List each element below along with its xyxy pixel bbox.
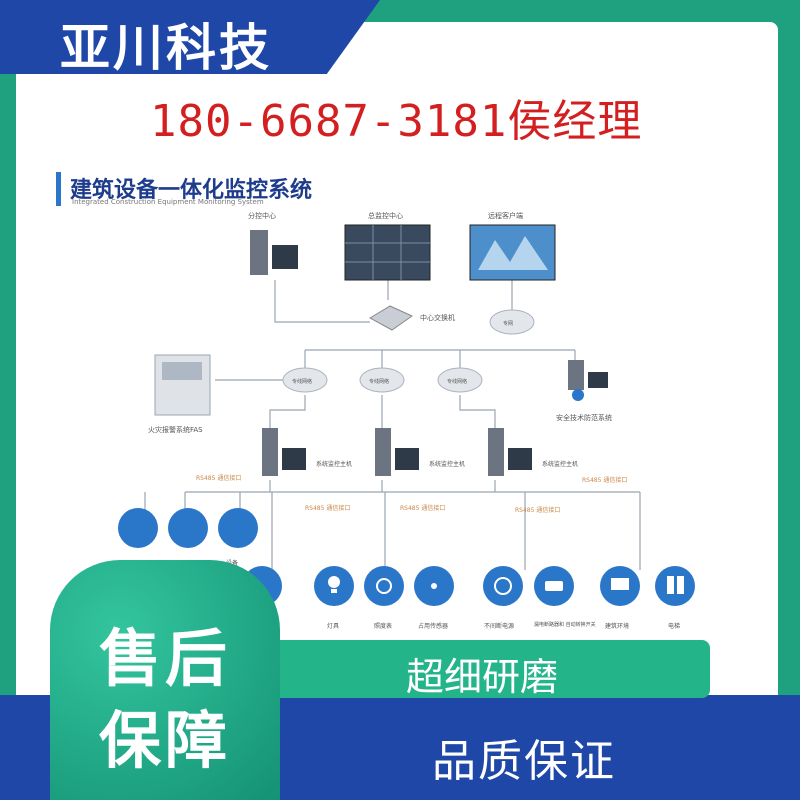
tower-computer-icon bbox=[250, 230, 298, 275]
cloud-icon bbox=[282, 367, 328, 393]
cloud-icon bbox=[437, 367, 483, 393]
bus-label-4: RS485 通信接口 bbox=[582, 476, 627, 484]
device-label-bottom-5: 漏电断路器和 自动转换开关 bbox=[534, 621, 596, 628]
bus-label-3: RS485 通信接口 bbox=[515, 506, 560, 514]
host-label: 系统监控主机 bbox=[429, 460, 465, 468]
fine-grinding-text: 超细研磨 bbox=[406, 655, 559, 699]
host-tower-icon bbox=[488, 428, 504, 476]
security-label: 安全技术防范系统 bbox=[556, 413, 612, 422]
cloud-label-0: 专网 bbox=[503, 320, 513, 327]
bus-label-0: RS485 通信接口 bbox=[196, 474, 241, 482]
diagram-title: 建筑设备一体化监控系统 bbox=[70, 178, 313, 203]
cloud-label-1: 专线网络 bbox=[292, 378, 312, 385]
host-label: 系统监控主机 bbox=[542, 460, 578, 468]
device-icon bbox=[168, 508, 208, 548]
bus-label-2: RS485 通信接口 bbox=[400, 504, 445, 512]
cloud-icon bbox=[359, 367, 405, 393]
fine-grinding-ribbon: 超细研磨 bbox=[270, 640, 710, 699]
device-glyphs bbox=[328, 576, 684, 595]
host-monitors bbox=[282, 448, 532, 470]
remote-client-screen-icon bbox=[469, 224, 556, 281]
switch-icon bbox=[368, 305, 414, 331]
top-node-label-1: 总监控中心 bbox=[368, 211, 403, 220]
remote-screen-graphic bbox=[478, 236, 548, 270]
contact-phone: 180-6687-3181侯经理 bbox=[150, 96, 643, 147]
host-tower-icon bbox=[262, 428, 278, 476]
device-icon bbox=[218, 508, 258, 548]
after-sales-badge: 售后 保障 bbox=[50, 560, 280, 800]
top-node-label-2: 远程客户端 bbox=[488, 211, 523, 220]
title-accent-bar bbox=[56, 172, 61, 206]
host-monitor-icon bbox=[395, 448, 419, 470]
host-label: 系统监控主机 bbox=[316, 460, 352, 468]
bus-label-1: RS485 通信接口 bbox=[305, 504, 350, 512]
quality-ribbon-text: 品质保证 bbox=[432, 736, 616, 787]
cloud-label-2: 专线网络 bbox=[369, 378, 389, 385]
host-tower-icon bbox=[375, 428, 391, 476]
fire-system-label: 火灾报警系统FAS bbox=[148, 425, 203, 434]
fire-alarm-console-icon bbox=[154, 354, 211, 416]
device-label-bottom-4: 不间断电源 bbox=[484, 622, 514, 630]
brand-name: 亚川科技 bbox=[60, 19, 272, 77]
cloud-label-3: 专线网络 bbox=[447, 378, 467, 385]
after-sales-line1: 售后 bbox=[98, 622, 231, 695]
diagram-connectors bbox=[144, 280, 641, 570]
host-monitor-icon bbox=[508, 448, 532, 470]
cloud-icons bbox=[282, 309, 535, 393]
top-node-label-0: 分控中心 bbox=[248, 211, 276, 220]
host-towers bbox=[262, 428, 504, 476]
device-label-bottom-7: 电梯 bbox=[668, 622, 680, 630]
security-system-icon bbox=[568, 360, 608, 401]
device-label-bottom-1: 灯具 bbox=[327, 622, 339, 630]
diagram-subtitle: Integrated Construction Equipment Monito… bbox=[72, 198, 264, 206]
elevator-icon bbox=[655, 566, 695, 606]
sensor-icon bbox=[364, 566, 404, 606]
device-label-bottom-2: 照度表 bbox=[374, 622, 392, 630]
brand-tab: 亚川科技 bbox=[0, 0, 380, 74]
host-monitor-icon bbox=[282, 448, 306, 470]
device-label-bottom-3: 占用传感器 bbox=[418, 622, 448, 630]
monitor-wall-grid bbox=[345, 225, 430, 280]
monitor-wall-icon bbox=[344, 224, 431, 281]
switch-label: 中心交换机 bbox=[420, 313, 455, 322]
power-icon bbox=[483, 566, 523, 606]
after-sales-line2: 保障 bbox=[98, 704, 231, 777]
device-icon bbox=[118, 508, 158, 548]
cloud-icon bbox=[489, 309, 535, 335]
device-label-bottom-6: 建筑环境 bbox=[605, 622, 629, 630]
